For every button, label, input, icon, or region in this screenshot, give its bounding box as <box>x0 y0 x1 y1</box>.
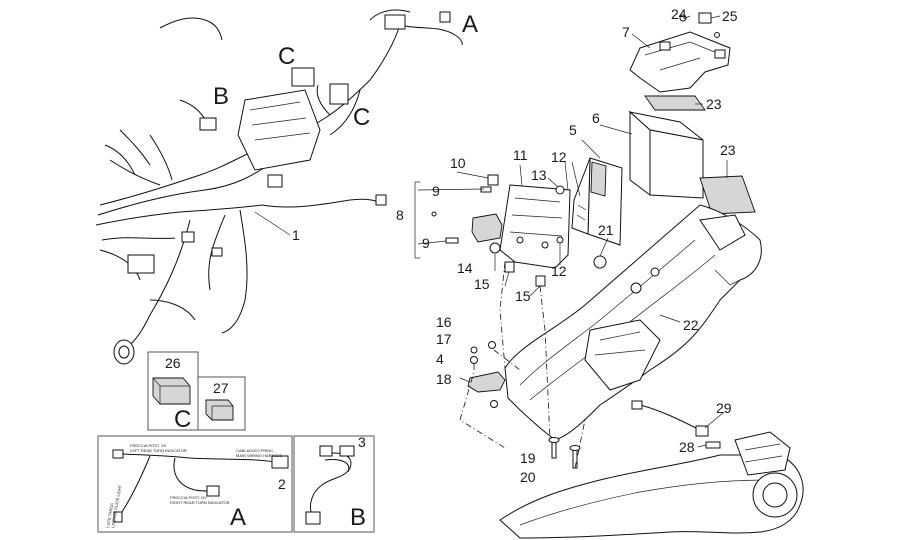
callout-20: 20 <box>520 469 536 485</box>
callout-3: 3 <box>358 434 366 450</box>
letter-b-top: B <box>213 83 229 110</box>
fuse-27 <box>205 399 234 421</box>
speed-sensor-29 <box>631 400 721 449</box>
callout-29: 29 <box>716 400 732 416</box>
relay-group-8 <box>414 174 503 259</box>
nut-16 <box>470 356 478 364</box>
clip-10 <box>487 174 499 186</box>
relay-connector-c2 <box>329 83 349 105</box>
letter-c-top1: C <box>278 43 295 70</box>
harness-box-b <box>293 435 375 533</box>
callout-12b: 12 <box>551 263 567 279</box>
callout-28: 28 <box>679 439 695 455</box>
bracket-11 <box>489 184 571 287</box>
grommet-14 <box>489 242 501 254</box>
spacer-15b <box>535 275 546 287</box>
relay-block <box>471 213 503 243</box>
callout-26: 26 <box>165 355 181 371</box>
callout-21: 21 <box>598 222 614 238</box>
callout-22: 22 <box>683 317 699 333</box>
pad-23-upper <box>644 95 706 111</box>
washer-17 <box>470 346 478 354</box>
engine-swingarm <box>499 431 804 539</box>
callout-12a: 12 <box>551 149 567 165</box>
letter-c-top2: C <box>353 104 370 131</box>
tag-right-rear-indicator: FRECCIA POST. DX <box>170 495 207 500</box>
callout-2: 2 <box>278 476 286 492</box>
callout-24: 24 <box>671 6 687 22</box>
kit-letters: A B C C C A B <box>174 11 478 531</box>
rear-frame-22 <box>504 204 762 441</box>
callout-4: 4 <box>436 351 444 367</box>
clip-9b <box>445 237 459 244</box>
callout-17: 17 <box>436 331 452 347</box>
callout-27: 27 <box>213 380 229 396</box>
callout-numbers: 1 2 3 4 5 6 7 8 9 9 10 11 12 12 13 14 15… <box>165 6 738 492</box>
main-wiring-harness <box>95 9 463 365</box>
callout-25: 25 <box>722 8 738 24</box>
ecu-5 <box>571 157 623 246</box>
callout-16: 16 <box>436 314 452 330</box>
nut-21 <box>593 255 607 269</box>
connector-b <box>199 117 217 131</box>
callout-1: 1 <box>292 227 300 243</box>
clip-9a <box>480 186 492 193</box>
grommet-12 <box>556 236 564 244</box>
callout-6: 6 <box>592 110 600 126</box>
callout-18: 18 <box>436 371 452 387</box>
tag-license-light: LUCE TARGA <box>105 502 114 528</box>
callout-10: 10 <box>450 155 466 171</box>
tag-right-rear-indicator-en: RIGHT REAR TURN INDICATOR <box>170 500 230 505</box>
letter-a-top: A <box>462 11 478 38</box>
letter-b-box: B <box>350 504 366 531</box>
callout-11: 11 <box>513 147 528 163</box>
callout-9b: 9 <box>422 235 430 251</box>
callout-19: 19 <box>520 450 536 466</box>
relay-26 <box>152 377 191 405</box>
washer-18 <box>490 400 498 408</box>
spacer-15a <box>504 261 515 273</box>
tag-left-rear-indicator-en: LEFT REAR TURN INDICATOR <box>130 448 187 453</box>
harness-box-a <box>97 435 293 533</box>
tag-main-harness-en: MAIN WIRING HARNESS <box>236 453 283 458</box>
callout-9a: 9 <box>432 183 440 199</box>
letter-a-box: A <box>230 504 246 531</box>
callout-14: 14 <box>457 260 473 276</box>
kit-box-27 <box>197 376 246 431</box>
sensor-28 <box>705 441 721 449</box>
tag-left-rear-indicator: FRECCIA POST. SX <box>130 443 167 448</box>
callout-15a: 15 <box>474 276 490 292</box>
leader-lines <box>254 15 728 448</box>
grommet-13 <box>555 185 565 195</box>
connector-a <box>384 14 406 30</box>
callout-15b: 15 <box>515 288 531 304</box>
callout-23b: 23 <box>720 142 736 158</box>
bracket-7 <box>629 12 731 93</box>
bracket-4 <box>467 341 506 408</box>
callout-7: 7 <box>622 24 630 40</box>
callout-23a: 23 <box>706 96 722 112</box>
callout-13: 13 <box>531 167 547 183</box>
pad-23-side <box>699 175 756 215</box>
screw-24 <box>679 14 687 22</box>
relay-connector-c1 <box>291 67 315 87</box>
harness-tags: FRECCIA POST. SX LEFT REAR TURN INDICATO… <box>105 443 283 528</box>
tag-main-harness: CABLAGGIO PRINC. <box>236 448 274 453</box>
callout-5: 5 <box>569 122 577 138</box>
battery-6 <box>628 110 704 199</box>
letter-c-box: C <box>174 406 191 433</box>
clip-25 <box>698 12 712 24</box>
callout-8: 8 <box>396 207 404 223</box>
